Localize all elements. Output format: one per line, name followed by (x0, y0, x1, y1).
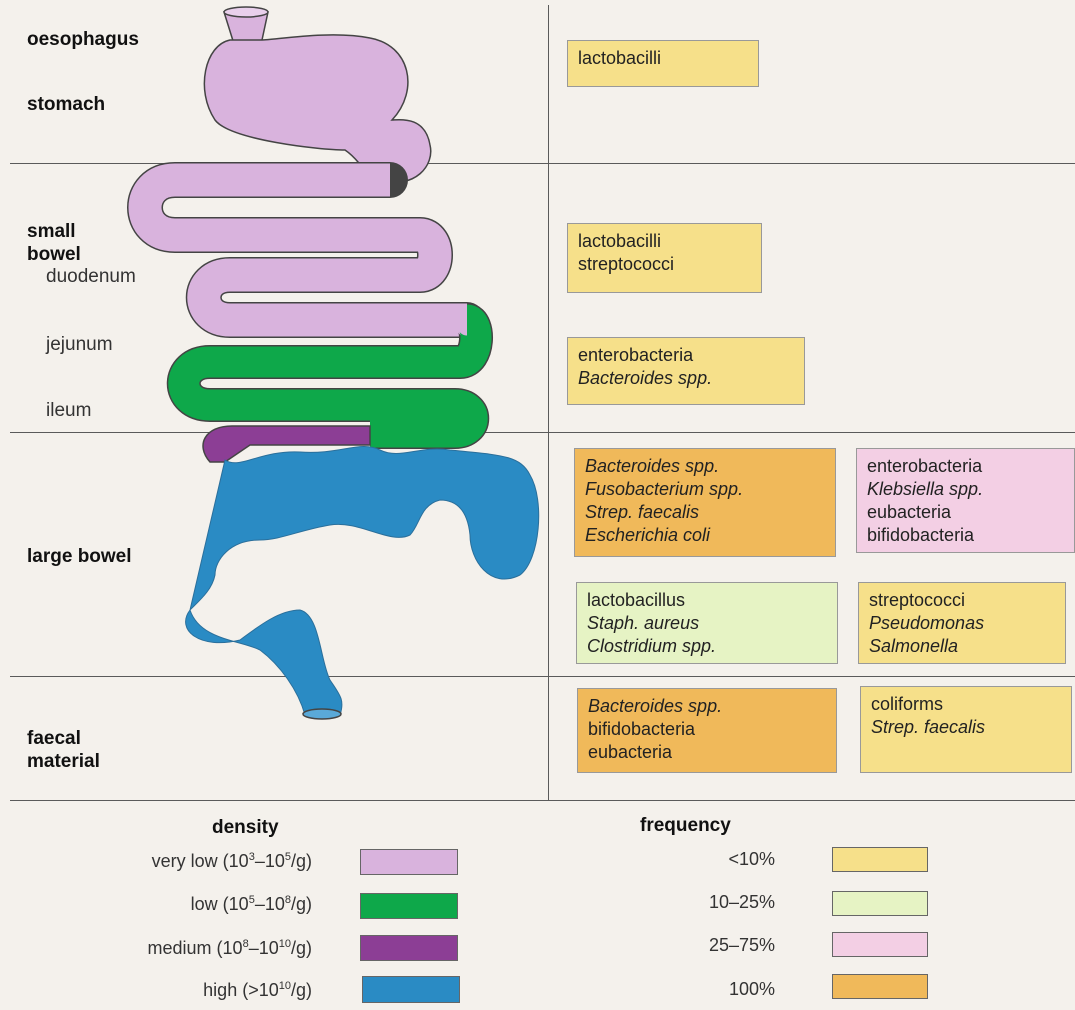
organism: eubacteria (588, 742, 673, 762)
organism: coliforms (871, 694, 944, 714)
flora-box-duodenum: lactobacilli streptococci (567, 223, 762, 293)
flora-box-large-bowel-10-25: lactobacillus Staph. aureus Clostridium … (576, 582, 838, 664)
label-oesophagus: oesophagus (27, 29, 139, 50)
legend-density-low: low (105–108/g) (190, 894, 312, 914)
flora-box-faecal-lt10: coliforms Strep. faecalis (860, 686, 1072, 773)
label-duodenum: duodenum (46, 266, 136, 287)
organism: streptococci (578, 254, 675, 274)
legend-frequency-100: 100% (728, 979, 775, 999)
legend-density-high: high (>1010/g) (203, 980, 312, 1000)
organism: Bacteroides spp. (578, 368, 713, 388)
organism: Staph. aureus (587, 613, 700, 633)
divider-stomach (10, 163, 1075, 164)
legend-frequency-10-25: 10–25% (708, 892, 775, 912)
organism: Strep. faecalis (871, 717, 986, 737)
flora-box-faecal-100: Bacteroides spp. bifidobacteria eubacter… (577, 688, 837, 773)
organism: lactobacillus (587, 590, 686, 610)
swatch-freq-lt10 (832, 847, 928, 872)
divider-vertical (548, 5, 549, 800)
divider-legend (10, 800, 1075, 801)
large-bowel-shape (185, 446, 540, 716)
flora-box-jejunum-ileum: enterobacteria Bacteroides spp. (567, 337, 805, 405)
organism: bifidobacteria (588, 719, 696, 739)
organism: Escherichia coli (585, 525, 711, 545)
swatch-freq-100 (832, 974, 928, 999)
label-faecal-material: faecal material (27, 728, 100, 772)
organism: lactobacilli (578, 48, 662, 68)
organism: Clostridium spp. (587, 636, 717, 656)
divider-large-bowel (10, 676, 1075, 677)
organism: lactobacilli (578, 231, 662, 251)
swatch-very-low (360, 849, 458, 875)
flora-box-large-bowel-lt10: streptococci Pseudomonas Salmonella (858, 582, 1066, 664)
stomach-shape (203, 34, 432, 183)
organism: Fusobacterium spp. (585, 479, 744, 499)
legend-density-title: density (212, 817, 279, 838)
organism: streptococci (869, 590, 966, 610)
legend-frequency-25-75: 25–75% (708, 935, 775, 955)
label-stomach: stomach (27, 94, 106, 115)
swatch-high (362, 976, 460, 1003)
flora-box-large-bowel-25-75: enterobacteria Klebsiella spp. eubacteri… (856, 448, 1075, 553)
organism: enterobacteria (867, 456, 983, 476)
gut-illustration (127, 6, 540, 720)
swatch-freq-10-25 (832, 891, 928, 916)
organism: Pseudomonas (869, 613, 985, 633)
swatch-freq-25-75 (832, 932, 928, 957)
legend-frequency-title: frequency (640, 815, 731, 836)
organism: Bacteroides spp. (585, 456, 720, 476)
label-jejunum: jejunum (46, 334, 113, 355)
label-ileum: ileum (46, 400, 92, 421)
organism: Strep. faecalis (585, 502, 700, 522)
flora-box-large-bowel-100: Bacteroides spp. Fusobacterium spp. Stre… (574, 448, 836, 557)
legend-density-medium: medium (108–1010/g) (147, 938, 312, 958)
organism: enterobacteria (578, 345, 694, 365)
organism: Bacteroides spp. (588, 696, 723, 716)
flora-box-stomach: lactobacilli (567, 40, 759, 87)
swatch-low (360, 893, 458, 919)
legend-density-very-low: very low (103–105/g) (151, 851, 312, 871)
caecum-shape (202, 425, 371, 463)
swatch-medium (360, 935, 458, 961)
organism: Klebsiella spp. (867, 479, 984, 499)
divider-small-bowel (10, 432, 1075, 433)
organism: Salmonella (869, 636, 959, 656)
organism: eubacteria (867, 502, 952, 522)
label-small-bowel: small bowel (27, 221, 81, 265)
label-large-bowel: large bowel (27, 546, 132, 567)
legend-frequency-lt10: <10% (728, 849, 775, 869)
organism: bifidobacteria (867, 525, 975, 545)
